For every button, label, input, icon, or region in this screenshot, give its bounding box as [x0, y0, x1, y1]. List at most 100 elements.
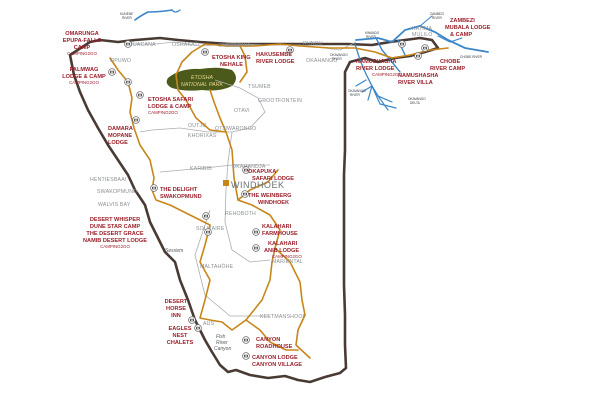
lodge-desert-1: DESERT WHISPER — [90, 217, 140, 223]
lodge-hakusembe-2: RIVER LODGE — [256, 59, 295, 65]
country-border — [68, 36, 440, 384]
camera-pin-icon — [204, 228, 212, 236]
label-zambezi-2: RIVER — [432, 16, 442, 20]
town-okahandja: OKAHANDJA — [232, 164, 266, 170]
camera-pin-icon — [124, 78, 132, 86]
lodge-zambezi-mubala-1: ZAMBEZI — [450, 18, 475, 24]
lodge-namushasha-lodge-1: NAMUSHASHA — [356, 59, 396, 65]
town-opuwo: OPUWO — [110, 58, 131, 64]
capital-square-icon — [223, 180, 229, 186]
camera-pin-icon — [150, 184, 158, 192]
label-okavango-delta-2: DELTA — [410, 101, 421, 105]
camera-pin-icon — [194, 324, 202, 332]
label-okavango-river-1: OKAVANGO — [348, 89, 366, 93]
lodge-damara-2: MOPANE — [108, 133, 132, 139]
town-rehoboth: REHOBOTH — [225, 211, 256, 217]
town-walvis-bay: WALVIS BAY — [98, 202, 131, 208]
lodge-hakusembe-1: HAKUSEMBE — [256, 52, 292, 58]
label-fish-1: Fish — [216, 334, 226, 340]
camera-pin-icon — [286, 46, 294, 54]
camera-pin-icon — [252, 228, 260, 236]
lodge-canyon-roadhouse-2: ROADHOUSE — [256, 344, 293, 350]
lodge-weinberg-2: WINDHOEK — [258, 200, 289, 206]
lodge-damara-1: DAMARA — [108, 126, 133, 132]
label-kunene-2: RIVER — [122, 16, 132, 20]
lodge-zambezi-mubala-3: & CAMP — [450, 32, 472, 38]
town-outjo: OUTJO — [188, 123, 207, 129]
town-otjiwarongo: OTJIWARONGO — [215, 126, 256, 132]
lodge-desert-2: DUNE STAR CAMP — [90, 224, 141, 230]
lodge-omarunga-2: EPUPA-FALLS — [63, 38, 102, 44]
park-label-line2: NATIONAL PARK — [181, 82, 224, 88]
capital-label: WINDHOEK — [231, 180, 285, 190]
etosha-national-park — [166, 67, 236, 91]
label-zambezi-1: ZAMBEZI — [430, 12, 444, 16]
label-okavango-delta-1: OKAVANGO — [408, 97, 426, 101]
town-mariental: MARIENTAL — [272, 259, 303, 265]
camera-pin-icon — [132, 116, 140, 124]
lodge-eagles-3: CHALETS — [167, 340, 194, 346]
lodge-desert-horse-2: HORSE — [166, 306, 186, 312]
lodge-zambezi-mubala-2: MUBALA LODGE — [445, 25, 491, 31]
town-katima-mulilo-1: KATIMA — [412, 26, 432, 32]
lodge-canyon-lodge-1: CANYON LODGE — [252, 355, 298, 361]
town-rundu: RUNDU — [303, 41, 323, 47]
lodge-etosha-king-1: ETOSHA KING — [212, 55, 251, 61]
label-fish-2: River — [216, 340, 228, 346]
lodge-okapuka-2: SAFARI LODGE — [252, 176, 294, 182]
lodge-etosha-king-2: NEHALE — [220, 62, 243, 68]
lodge-labels: OMARUNGA EPUPA-FALLS CAMP CAMPING2GO PAL… — [62, 18, 490, 368]
lodge-desert-horse-3: INN — [171, 313, 181, 319]
lodge-etosha-safari-sub: CAMPING2GO — [148, 110, 178, 115]
label-kunene-1: KUNENE — [120, 12, 133, 16]
town-grootfontein: GROOTFONTEIN — [258, 98, 302, 104]
town-tsumeb: TSUMEB — [248, 84, 271, 90]
town-swakopmund: SWAKOPMUND — [97, 189, 137, 195]
lodge-canyon-roadhouse-1: CANYON — [256, 337, 280, 343]
lodge-weinberg-1: THE WEINBERG — [248, 193, 292, 199]
lodge-omarunga-sub: CAMPING2GO — [67, 51, 97, 56]
label-fish-3: Canyon — [214, 346, 231, 352]
lodge-delight-1: THE DELIGHT — [160, 187, 198, 193]
lodge-namushasha-villa-2: RIVER VILLA — [398, 80, 433, 86]
camera-pin-icon — [124, 40, 132, 48]
town-aus: AUS — [203, 321, 215, 327]
label-chobe: CHOBE RIVER — [460, 55, 483, 59]
lodge-namushasha-villa-1: NAMUSHASHA — [398, 73, 438, 79]
lodge-omarunga-3: CAMP — [74, 45, 91, 51]
camera-pin-icon — [241, 190, 249, 198]
lodge-namushasha-lodge-sub: CAMPING2GO — [372, 72, 402, 77]
town-ondangwa: ONDANGWA — [218, 43, 251, 49]
town-katima-mulilo-2: MULILO — [412, 32, 433, 38]
camera-pin-icon — [421, 44, 429, 52]
camera-pin-icon — [202, 212, 210, 220]
water-labels: KUNENE RIVER KWANDO RIVER ZAMBEZI RIVER … — [120, 12, 483, 105]
lodge-markers — [108, 40, 429, 360]
town-maltahohe: MALTAHÖHE — [200, 263, 234, 270]
lodge-palmwag-2: LODGE & CAMP — [62, 74, 106, 80]
town-hentiesbaai: HENTIESBAAI — [90, 177, 127, 183]
camera-pin-icon — [136, 91, 144, 99]
camera-pin-icon — [398, 40, 406, 48]
camera-pin-icon — [242, 166, 250, 174]
lodge-canyon-lodge-2: CANYON VILLAGE — [252, 362, 302, 368]
lodge-palmwag-sub: CAMPING2GO — [69, 80, 99, 85]
lodge-omarunga-1: OMARUNGA — [65, 31, 99, 37]
lodge-delight-2: SWAKOPMUND — [160, 194, 202, 200]
town-khorixas: KHORIXAS — [188, 133, 217, 139]
lodge-chobe-1: CHOBE — [440, 59, 460, 65]
label-okavango-river-2: RIVER — [350, 93, 360, 97]
label-kwando-2: RIVER — [366, 35, 376, 39]
town-keetmanshoop: KEETMANSHOOP — [260, 314, 307, 320]
camera-pin-icon — [188, 316, 196, 324]
town-labels: RUACANA OSHAKATI ONDANGWA OPUWO RUNDU OK… — [90, 26, 433, 327]
lodge-okapuka-1: OKAPUKA — [248, 169, 276, 175]
town-ruacana: RUACANA — [129, 42, 156, 48]
camera-pin-icon — [201, 48, 209, 56]
lodge-kalahari-anib-1: KALAHARI — [268, 241, 298, 247]
town-okahango: OKAHANGO — [306, 58, 338, 64]
town-oshakati: OSHAKATI — [172, 42, 199, 48]
lodge-desert-horse-1: DESERT — [165, 299, 188, 305]
